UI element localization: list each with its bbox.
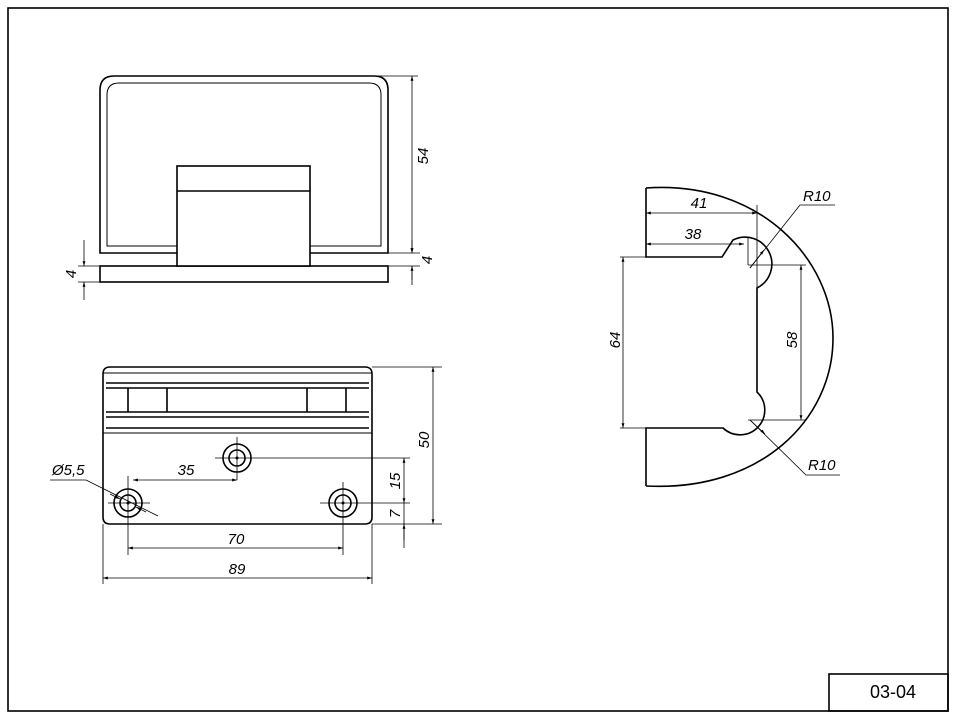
drawing-number: 03-04 [870,682,916,702]
hole-diameter-dim: Ø5,5 [51,462,85,479]
hole-edge-offset-dim: 7 [387,509,404,518]
front-gap-dim: 4 [419,256,436,264]
title-block: 03-04 [828,673,949,712]
outer-width-dim: 41 [691,195,708,212]
opening-height-dim: 64 [607,332,624,349]
plan-view: 35 70 89 50 15 7 Ø5,5 [50,366,442,584]
drawing-frame [7,7,949,712]
mounting-hole [320,482,410,555]
slot-height-dim: 58 [784,331,801,348]
side-view: 64 41 38 58 R10 R10 [607,186,840,488]
mounting-hole [108,476,150,555]
hole-vertical-offset-dim: 15 [387,472,404,489]
radius-bottom-dim: R10 [808,457,836,474]
front-height-dim: 54 [415,148,432,165]
depth-dim: 50 [416,431,433,448]
center-offset-dim: 35 [178,462,195,479]
width-dim: 89 [229,561,246,578]
mounting-hole [215,437,259,480]
inner-width-dim: 38 [685,226,702,243]
front-view: 54 4 4 [63,75,436,300]
base-thickness-dim: 4 [63,270,80,278]
radius-top-dim: R10 [803,188,831,205]
hole-spacing-dim: 70 [228,531,245,548]
